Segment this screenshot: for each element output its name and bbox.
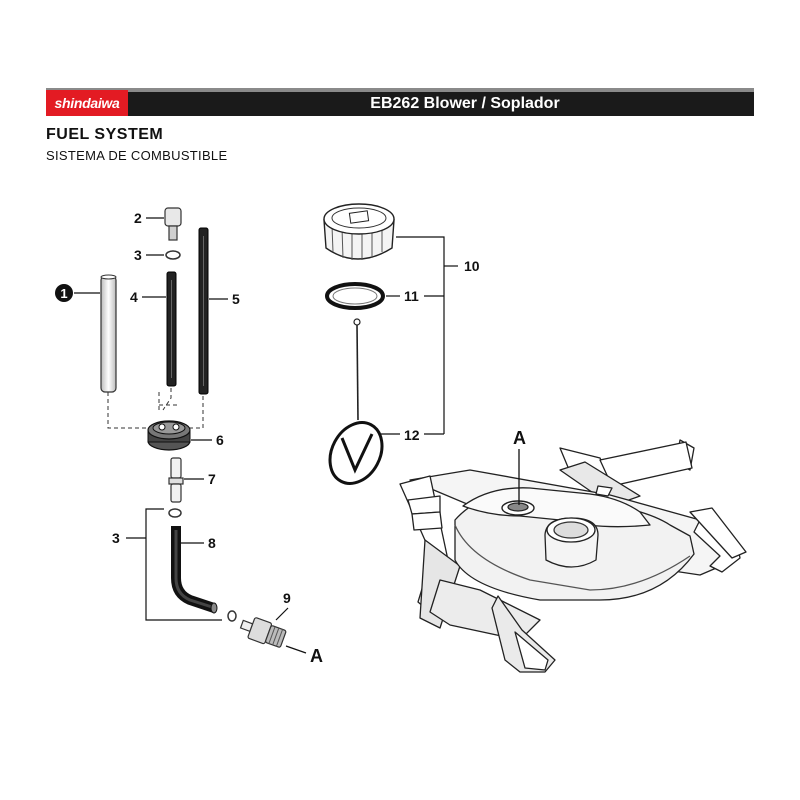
callout-8: 8: [208, 535, 216, 551]
part-5-fuel-line: [198, 227, 209, 395]
callout-1-marker: [55, 284, 73, 302]
callout-2: 2: [134, 210, 142, 226]
part-2-fitting: [164, 207, 182, 241]
part-10-fuel-cap: [323, 203, 395, 260]
banner-gray-stripe: [46, 88, 754, 92]
leader-A-filter: [285, 645, 307, 654]
section-subtitle: SISTEMA DE COMBUSTIBLE: [46, 148, 228, 163]
part-3-clip-lower: [168, 508, 182, 518]
part-12-fuel-strainer: [328, 318, 384, 485]
header-banner: shindaiwa EB262 Blower / Soplador: [46, 88, 754, 118]
callout-5: 5: [232, 291, 240, 307]
assembly-dashed-lines: [107, 388, 204, 429]
part-6-grommet: [147, 420, 191, 451]
callout-A-filter: A: [310, 646, 323, 666]
callout-A-tank: A: [513, 428, 526, 448]
callout-7: 7: [208, 471, 216, 487]
callout-10: 10: [464, 258, 480, 274]
section-title: FUEL SYSTEM: [46, 126, 164, 143]
callout-bracket-10-12: [380, 236, 458, 435]
callout-3-lower: 3: [112, 530, 120, 546]
callout-1: 1: [60, 286, 67, 301]
callout-4: 4: [130, 289, 138, 305]
part-8-fuel-hose: [171, 526, 218, 614]
part-4-fuel-line: [166, 271, 177, 387]
part-3-clip-upper: [165, 250, 181, 260]
callout-12: 12: [404, 427, 420, 443]
page-title: EB262 Blower / Soplador: [370, 95, 560, 112]
brand-logo: shindaiwa: [46, 90, 128, 116]
callout-3-upper: 3: [134, 247, 142, 263]
part-1-fuel-tube: [100, 274, 117, 393]
leader-9: [275, 607, 289, 621]
part-11-gasket: [325, 282, 385, 310]
part-3-bracket: [145, 508, 222, 621]
part-9-fuel-filter: [239, 617, 287, 648]
callout-11: 11: [404, 288, 419, 304]
blower-frame-and-tank: [399, 439, 747, 673]
callout-9: 9: [283, 590, 291, 606]
part-3-clip-filter: [227, 610, 237, 622]
callout-6: 6: [216, 432, 224, 448]
part-7-connector: [168, 457, 184, 503]
banner-black-stripe: [46, 92, 754, 116]
